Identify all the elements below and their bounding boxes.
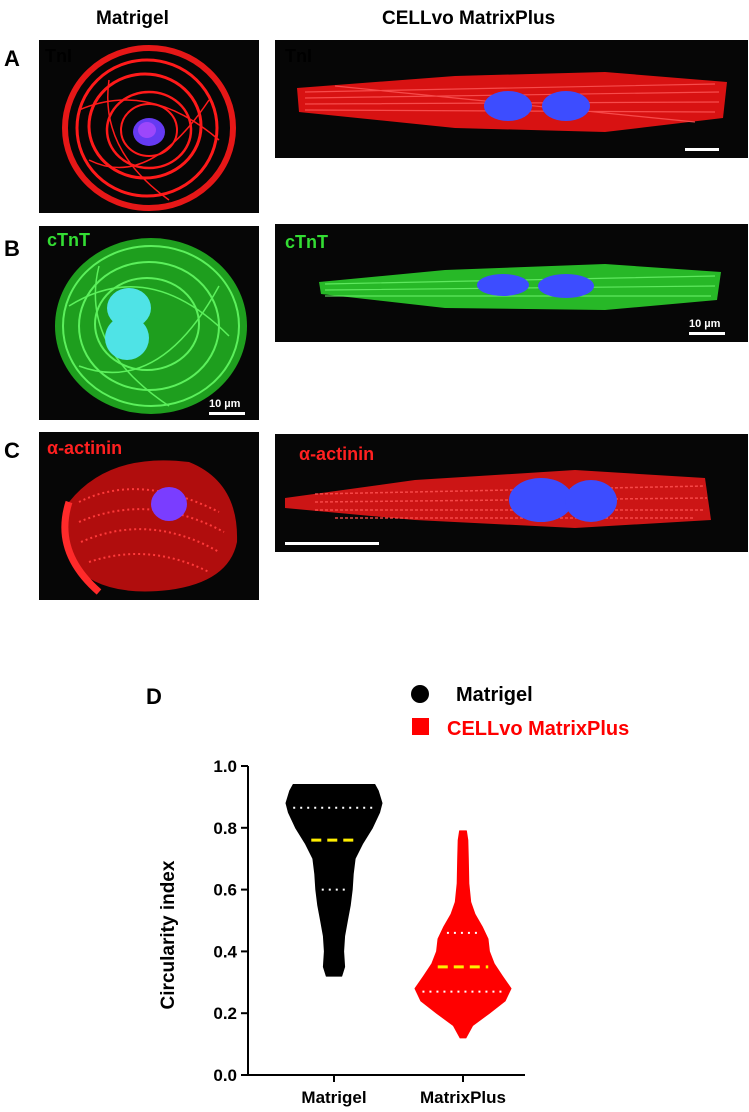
elongated-cardiomyocyte-ctnt-image [319, 264, 725, 335]
chart-legend: Matrigel CELLvo MatrixPlus [411, 684, 629, 740]
column-header-matrixplus: CELLvo MatrixPlus [382, 8, 556, 29]
scale-label-10um-2: 10 µm [689, 318, 721, 330]
stain-label-actinin: α-actinin [47, 438, 123, 458]
micrograph-matrigel-actinin: α-actinin [39, 432, 259, 600]
round-cardiomyocyte-tni-image [62, 45, 236, 211]
scale-bar [689, 332, 725, 335]
y-tick-label: 0.8 [213, 819, 237, 838]
x-tick-label: Matrigel [301, 1088, 366, 1107]
elongated-cardiomyocyte-tni-image [297, 72, 727, 151]
legend-marker-matrigel [411, 685, 429, 703]
elongated-cardiomyocyte-actinin-image [285, 470, 711, 545]
micrograph-matrixplus-actinin: α-actinin [275, 434, 748, 552]
x-tick-label: MatrixPlus [420, 1088, 506, 1107]
legend-label-matrixplus: CELLvo MatrixPlus [447, 718, 629, 740]
y-tick-label: 1.0 [213, 757, 237, 776]
stain-label-ctnt: cTnT [47, 230, 90, 250]
stain-label-actinin-2: α-actinin [299, 444, 375, 464]
legend-label-matrigel: Matrigel [456, 684, 533, 706]
stain-label-ctnt-2: cTnT [285, 232, 328, 252]
y-tick-label: 0.0 [213, 1066, 237, 1085]
y-tick-label: 0.6 [213, 881, 237, 900]
micrograph-matrigel-ctnt: cTnT 10 µm [39, 226, 259, 420]
panel-letter-c: C [4, 438, 20, 463]
round-cardiomyocyte-actinin-image [61, 460, 238, 595]
column-header-matrigel: Matrigel [96, 8, 169, 29]
micrograph-matrigel-tni: TnI [39, 40, 259, 213]
y-tick-label: 0.4 [213, 942, 237, 961]
y-axis-label: Circularity index [158, 860, 179, 1009]
panel-letter-a: A [4, 46, 20, 71]
micrograph-matrixplus-ctnt: cTnT 10 µm [275, 224, 748, 342]
round-cardiomyocyte-ctnt-image [55, 238, 247, 415]
stain-label-tni: TnI [45, 46, 72, 66]
violin-matrigel [285, 784, 383, 977]
violin-matrixplus [414, 830, 512, 1039]
panel-letter-d: D [146, 684, 162, 709]
legend-marker-matrixplus [412, 718, 429, 735]
panel-letter-b: B [4, 236, 20, 261]
micrograph-matrixplus-tni: TnI [275, 40, 748, 158]
scale-bar [209, 412, 245, 415]
scale-bar [285, 542, 379, 545]
y-tick-label: 0.2 [213, 1004, 237, 1023]
stain-label-tni-2: TnI [285, 46, 312, 66]
circularity-violin-chart: D Matrigel CELLvo MatrixPlus 0.0 0.2 0.4 0.… [146, 684, 629, 1107]
scale-bar [685, 148, 719, 151]
scale-label-10um: 10 µm [209, 398, 241, 410]
